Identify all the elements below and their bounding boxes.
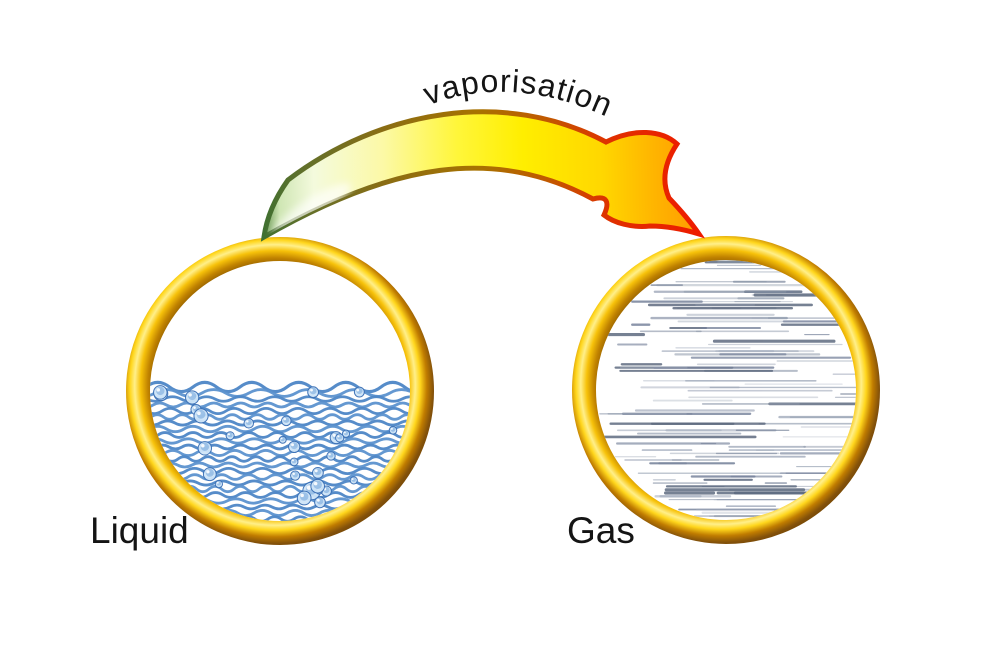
bubble-glint xyxy=(300,493,304,498)
bubble-glint xyxy=(291,443,294,447)
water-wave-line xyxy=(150,431,410,439)
bubble xyxy=(349,476,358,485)
bubble-glint xyxy=(156,388,161,392)
bubble xyxy=(326,451,336,461)
bubble xyxy=(278,435,287,444)
bubble-glint xyxy=(216,481,219,484)
bubble-glint xyxy=(206,470,210,474)
bubble xyxy=(290,470,301,481)
gas-label: Gas xyxy=(567,510,635,551)
bubble-glint xyxy=(351,478,354,480)
bubble xyxy=(288,440,301,454)
bubble-glint xyxy=(280,437,283,440)
water-wave-line xyxy=(150,406,410,416)
bubble-glint xyxy=(332,433,336,437)
bubble-glint xyxy=(246,420,249,423)
bubble xyxy=(353,386,365,398)
water-bubbles xyxy=(153,385,398,509)
bubble-glint xyxy=(197,411,201,416)
water-wave-line xyxy=(150,401,410,409)
bubble-glint xyxy=(291,459,294,462)
bubble-glint xyxy=(201,444,205,448)
bubble-glint xyxy=(314,469,318,473)
bubble-glint xyxy=(227,433,230,436)
bubble xyxy=(202,467,217,482)
bubble xyxy=(193,408,209,424)
bubble xyxy=(185,390,200,405)
bubble-glint xyxy=(310,388,313,392)
bubble-glint xyxy=(328,453,331,456)
water-wave-line xyxy=(150,503,410,511)
bubble xyxy=(307,386,320,399)
bubble xyxy=(153,385,168,400)
bubble xyxy=(225,431,235,441)
water-wave-line xyxy=(150,443,410,451)
bubble-glint xyxy=(337,435,340,438)
bubble-glint xyxy=(390,427,393,430)
water-wave-line xyxy=(150,380,410,394)
bubble xyxy=(214,480,223,489)
bubble-glint xyxy=(306,485,312,490)
arrow-body xyxy=(260,109,706,242)
bubble-glint xyxy=(313,481,318,486)
liquid-flask-ring xyxy=(126,237,434,545)
bubble-glint xyxy=(343,431,346,434)
bubble-glint xyxy=(283,417,287,421)
bubble xyxy=(310,478,326,494)
bubble xyxy=(289,457,299,467)
vaporisation-arrow xyxy=(260,109,706,242)
bubble-glint xyxy=(316,498,320,502)
water-wave-line xyxy=(150,388,410,398)
bubble xyxy=(335,433,345,443)
liquid-label: Liquid xyxy=(90,510,189,551)
bubble xyxy=(296,490,312,506)
gas-flask-ring xyxy=(572,236,880,544)
bubble-glint xyxy=(193,406,196,409)
bubble xyxy=(311,466,324,479)
bubble xyxy=(243,417,255,429)
bubble xyxy=(341,429,351,438)
bubble-glint xyxy=(292,472,295,476)
bubble xyxy=(314,496,326,509)
bubble-glint xyxy=(356,388,360,392)
bubble xyxy=(388,426,398,435)
liquid-container xyxy=(126,237,434,545)
bubble xyxy=(197,441,213,456)
gas-container xyxy=(572,236,880,544)
gas-texture xyxy=(599,260,856,518)
water-wave-line xyxy=(150,395,410,403)
bubble xyxy=(281,415,292,427)
bubble-glint xyxy=(188,393,192,397)
